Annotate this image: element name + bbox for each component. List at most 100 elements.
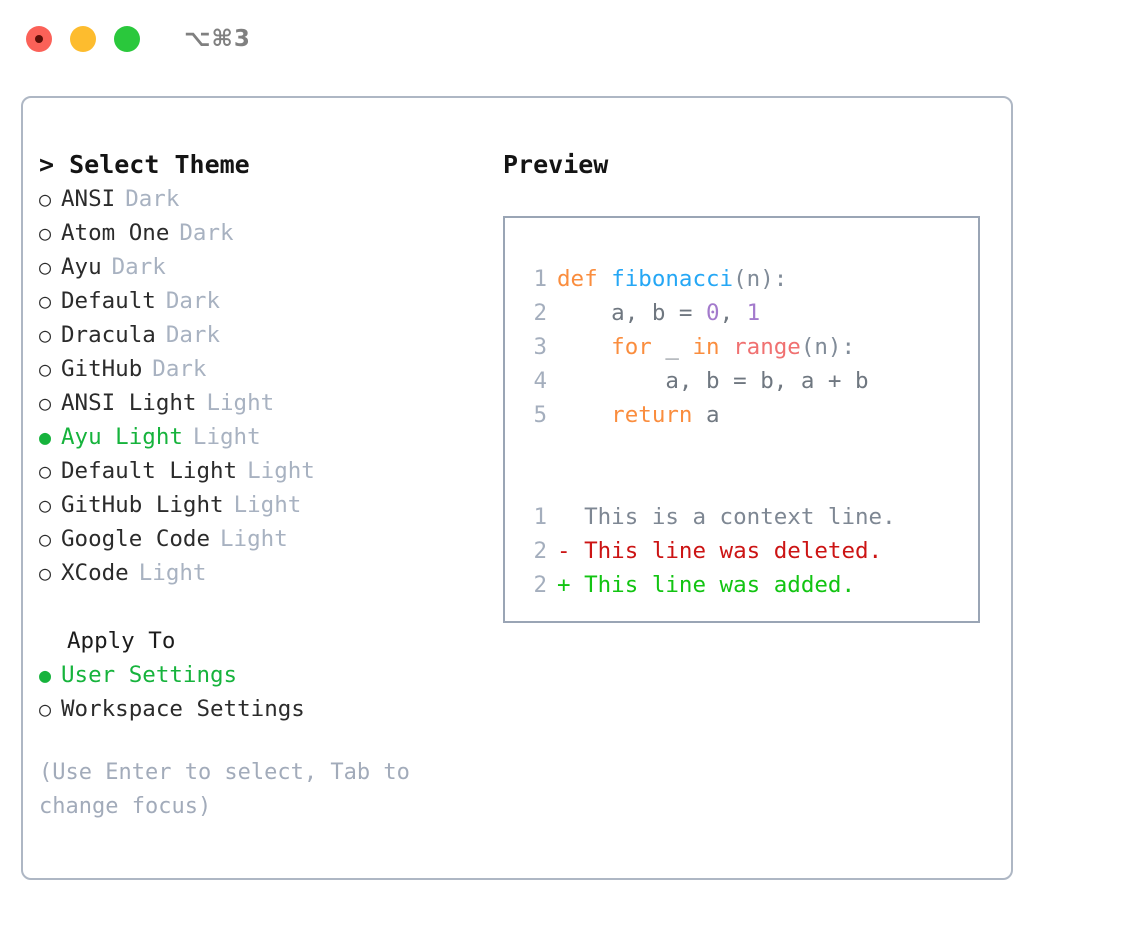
- code-line-number: 2: [533, 300, 547, 326]
- theme-option-label: Dracula: [61, 322, 156, 348]
- apply-to-option-user-settings[interactable]: ●User Settings: [39, 658, 499, 692]
- theme-option-label: GitHub Light: [61, 492, 224, 518]
- title-bar: ⌥⌘3: [0, 0, 1140, 78]
- apply-to-option-label: Workspace Settings: [61, 696, 305, 722]
- theme-option-label: Atom One: [61, 220, 170, 246]
- theme-option-tag: Light: [220, 526, 288, 552]
- code-token: a, b =: [557, 300, 707, 326]
- diff-line-text: + This line was added.: [557, 572, 856, 598]
- code-line: 1 def fibonacci(n):: [519, 262, 978, 296]
- code-token: (n):: [800, 334, 856, 360]
- radio-unselected-icon: ○: [39, 391, 52, 415]
- code-token: (n):: [733, 266, 788, 292]
- diff-line-number: 2: [533, 538, 547, 564]
- theme-option-tag: Light: [138, 560, 207, 586]
- theme-option-tag: Dark: [152, 356, 207, 382]
- code-line: 2 a, b = 0, 1: [519, 296, 978, 330]
- theme-option-default[interactable]: ○ Default Dark: [39, 284, 499, 318]
- diff-line-text: This is a context line.: [557, 504, 896, 530]
- keyboard-hint-text: (Use Enter to select, Tab to change focu…: [39, 760, 424, 819]
- code-token: 0: [706, 300, 720, 326]
- theme-option-tag: Dark: [165, 288, 221, 314]
- theme-option-atom-one[interactable]: ○ Atom One Dark: [39, 216, 499, 250]
- theme-option-label: Google Code: [61, 526, 211, 552]
- theme-option-tag: Light: [206, 390, 275, 416]
- maximize-button[interactable]: [114, 26, 140, 52]
- radio-unselected-icon: ○: [39, 459, 52, 483]
- code-token: for: [557, 334, 666, 360]
- theme-option-dracula[interactable]: ○ Dracula Dark: [39, 318, 499, 352]
- close-button[interactable]: [26, 26, 52, 52]
- apply-to-option-label: User Settings: [61, 662, 238, 688]
- theme-option-xcode[interactable]: ○ XCode Light: [39, 556, 499, 590]
- code-token: 1: [746, 300, 761, 326]
- traffic-light-group: [26, 26, 140, 52]
- code-line: 3 for _ in range(n):: [519, 330, 978, 364]
- code-line-number: 1: [533, 266, 547, 292]
- radio-unselected-icon: ○: [39, 561, 52, 585]
- apply-to-option-workspace-settings[interactable]: ○ Workspace Settings: [39, 692, 499, 726]
- theme-option-tag: Dark: [111, 254, 166, 280]
- code-line: 4 a, b = b, a + b: [519, 364, 978, 398]
- theme-option-tag: Light: [192, 424, 261, 450]
- apply-to-heading: Apply To: [67, 628, 176, 654]
- code-line: 5 return a: [519, 398, 978, 432]
- code-line-number: 4: [533, 368, 547, 394]
- code-token: _: [665, 334, 693, 360]
- code-token: in: [692, 334, 734, 360]
- code-token: def: [557, 266, 612, 292]
- column-spacer: [39, 590, 499, 624]
- apply-to-list: ●User Settings ○ Workspace Settings: [39, 658, 499, 726]
- preview-spacer-2: [519, 466, 978, 500]
- theme-option-label: GitHub: [61, 356, 143, 382]
- radio-unselected-icon: ○: [39, 527, 52, 551]
- code-token: a, b = b, a + b: [557, 368, 869, 394]
- theme-option-label: XCode: [61, 560, 129, 586]
- diff-line-text: - This line was deleted.: [557, 538, 883, 564]
- theme-option-tag: Dark: [179, 220, 234, 246]
- diff-line-number: 1: [533, 504, 547, 530]
- code-token: a: [706, 402, 720, 428]
- code-line-number: 5: [533, 402, 547, 428]
- window-title: ⌥⌘3: [184, 26, 251, 52]
- theme-option-tag: Dark: [125, 186, 180, 212]
- minimize-button[interactable]: [70, 26, 96, 52]
- theme-option-label: Default Light: [61, 458, 238, 484]
- code-token: fibonacci: [611, 266, 734, 292]
- radio-unselected-icon: ○: [39, 255, 52, 279]
- code-token: return: [557, 402, 707, 428]
- theme-option-default-light[interactable]: ○ Default Light Light: [39, 454, 499, 488]
- radio-unselected-icon: ○: [39, 187, 52, 211]
- code-token: ,: [719, 300, 747, 326]
- diff-line-number: 2: [533, 572, 547, 598]
- theme-option-tag: Dark: [165, 322, 221, 348]
- diff-line: 2 - This line was deleted.: [519, 534, 978, 568]
- radio-unselected-icon: ○: [39, 221, 52, 245]
- code-line-number: 3: [533, 334, 547, 360]
- radio-unselected-icon: ○: [39, 697, 52, 721]
- diff-line: 1 This is a context line.: [519, 500, 978, 534]
- radio-unselected-icon: ○: [39, 323, 52, 347]
- theme-option-label: Default: [61, 288, 156, 314]
- diff-preview-block: 1 This is a context line. 2 - This line wa…: [519, 500, 978, 602]
- code-token: range: [733, 334, 801, 360]
- recording-indicator-icon: [35, 35, 43, 43]
- radio-unselected-icon: ○: [39, 493, 52, 517]
- theme-option-google-code[interactable]: ○ Google Code Light: [39, 522, 499, 556]
- diff-line: 2 + This line was added.: [519, 568, 978, 602]
- radio-unselected-icon: ○: [39, 289, 52, 313]
- theme-option-tag: Light: [247, 458, 315, 484]
- theme-option-label: Ayu Light: [61, 424, 183, 450]
